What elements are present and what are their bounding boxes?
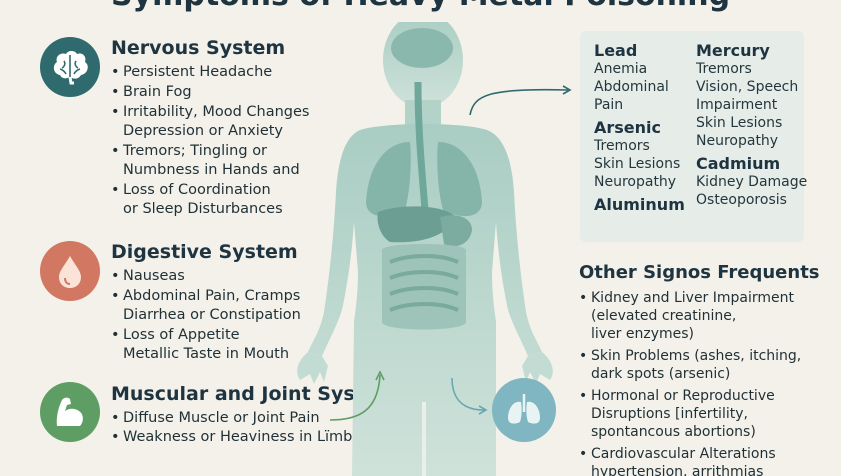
other-item-line: Skin Problems (ashes, itching, [591, 348, 802, 364]
other-list-item: Cardiovascular Alterations hypertension, … [579, 445, 820, 476]
metal-symptom: Kidney Damage [696, 174, 808, 190]
digestive-item-line: Nauseas [123, 268, 185, 284]
lungs-icon [508, 394, 540, 424]
nervous-list-item: Persistent Headache [111, 63, 309, 82]
other-item-line: Kidney and Liver Impairment [591, 290, 795, 306]
nervous-item-line: Numbness in Hands and [123, 162, 300, 178]
metal-name: Mercury [696, 41, 770, 60]
other-item-line: (elevated creatinine, [591, 308, 737, 324]
metal-symptom: Skin Lesions [594, 156, 681, 172]
muscular-list-item: Diffuse Muscle or Joint Pain [111, 409, 396, 428]
lungs-circle [492, 378, 556, 442]
muscular-section: Muscular and Joint System Diffuse Muscle… [111, 383, 396, 447]
nervous-list-item: Loss of Coordination or Sleep Disturbance… [111, 181, 309, 219]
other-item-line: liver enzymes) [591, 326, 695, 342]
metal-name: Cadmium [696, 154, 781, 173]
muscular-heading: Muscular and Joint System [111, 383, 397, 405]
digestive-item-line: Abdominal Pain, Cramps [123, 288, 301, 304]
other-list: Kidney and Liver Impairment (elevated cre… [579, 289, 820, 476]
metal-name: Aluminum [594, 195, 685, 214]
other-signs-section: Other Signos Frequents Kidney and Liver … [579, 262, 820, 476]
nervous-heading: Nervous System [111, 37, 286, 59]
other-item-line: dark spots (arsenic) [591, 366, 731, 382]
metal-symptom: Impairment [696, 97, 778, 113]
metal-symptom: Pain [594, 97, 624, 113]
nervous-item-line: Loss of Coordination [123, 182, 271, 198]
nervous-item-line: Brain Fog [123, 84, 192, 100]
nervous-item-line: or Sleep Disturbances [123, 201, 283, 217]
digestive-list-item: Nauseas [111, 267, 301, 286]
nervous-item-line: Depression or Anxiety [123, 123, 284, 139]
nervous-item-line: Persistent Headache [123, 64, 273, 80]
other-item-line: Cardiovascular Alterations [591, 446, 776, 462]
other-item-line: hypertension, arrithmias [591, 464, 764, 476]
metal-symptom: Vision, Speech [696, 79, 799, 95]
metal-symptom: Tremors [696, 61, 752, 77]
other-item-line: spontancous abortions) [591, 424, 756, 440]
metal-symptom: Abdominal [594, 79, 669, 95]
nervous-circle [40, 37, 100, 97]
metal-symptom: Neuropathy [594, 174, 677, 190]
nervous-list-item: Brain Fog [111, 83, 309, 102]
digestive-item-line: Loss of Appetite [123, 327, 240, 343]
other-item-line: Hormonal or Reproductive [591, 388, 775, 404]
other-list-item: Skin Problems (ashes, itching, dark spots… [579, 347, 820, 383]
metal-name: Arsenic [594, 118, 662, 137]
arm-muscle-icon [56, 397, 83, 426]
muscular-list-item: Weakness or Heaviness in Lïmbs [111, 428, 396, 447]
muscular-list: Diffuse Muscle or Joint PainWeakness or … [111, 409, 396, 447]
other-heading: Other Signos Frequents [579, 262, 820, 283]
metal-symptom: Anemia [594, 61, 648, 77]
digestive-section: Digestive System NauseasAbdominal Pain, … [111, 241, 301, 364]
digestive-item-line: Diarrhea or Constipation [123, 307, 301, 323]
metal-symptom: Osteoporosis [696, 192, 787, 208]
muscular-item-line: Diffuse Muscle or Joint Pain [123, 410, 320, 426]
metal-symptom: Neuropathy [696, 133, 779, 149]
muscular-circle [40, 382, 100, 442]
nervous-item-line: Irritability, Mood Changes [123, 104, 310, 120]
muscular-item-line: Weakness or Heaviness in Lïmbs [123, 429, 360, 445]
brain-icon [53, 51, 88, 85]
metal-symptom: Skin Lesions [696, 115, 783, 131]
other-item-line: Disruptions [infertility, [591, 406, 748, 422]
digestive-item-line: Metallic Taste in Mouth [123, 346, 290, 362]
human-body-silhouette [297, 22, 553, 476]
nervous-list-item: Tremors; Tingling or Numbness in Hands an… [111, 142, 309, 180]
page-title: Symptoms of Heavy Metal Poisoning [0, 0, 841, 13]
digestive-circle [40, 241, 100, 301]
digestive-heading: Digestive System [111, 241, 298, 263]
nervous-section: Nervous System Persistent HeadacheBrain … [111, 37, 309, 219]
drop-icon [59, 256, 81, 288]
metal-name: Lead [594, 41, 638, 60]
nervous-item-line: Tremors; Tingling or [123, 143, 268, 159]
nervous-list: Persistent HeadacheBrain FogIrritability… [111, 63, 309, 219]
other-list-item: Kidney and Liver Impairment (elevated cre… [579, 289, 820, 343]
metal-symptom: Tremors [594, 138, 650, 154]
